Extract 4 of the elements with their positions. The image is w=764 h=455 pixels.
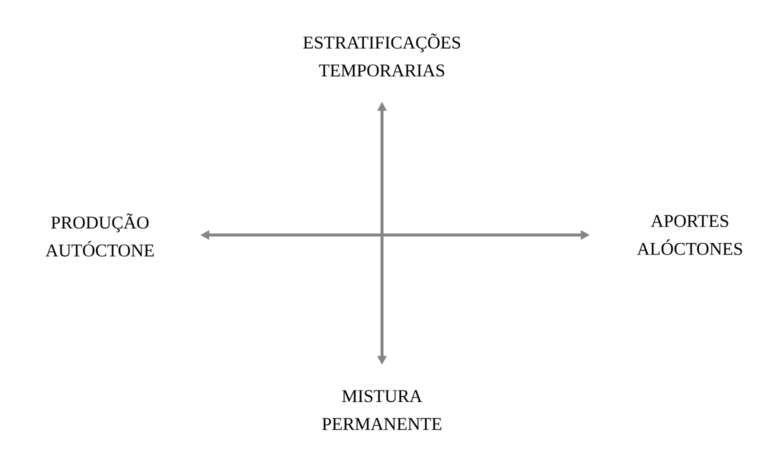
axis-label: PRODUÇÃO AUTÓCTONE	[46, 213, 154, 257]
axis-label: MISTURA PERMANENTE	[322, 390, 442, 430]
axis-label: ESTRATIFICAÇÕES TEMPORARIAS	[303, 33, 460, 77]
axis-label: APORTES ALÓCTONES	[637, 215, 742, 255]
